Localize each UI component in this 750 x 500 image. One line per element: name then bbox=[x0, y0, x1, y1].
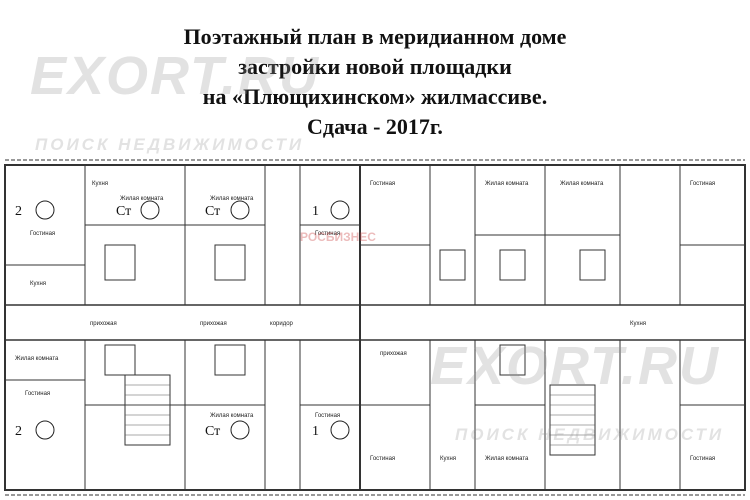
svg-text:2: 2 bbox=[15, 424, 22, 439]
room-label: прихожая bbox=[380, 351, 407, 357]
room-label: Жилая комната bbox=[15, 356, 59, 362]
svg-text:Ст: Ст bbox=[205, 424, 220, 439]
floor-plan: 2 Гостиная Ст Жилая комната Ст Жилая ком… bbox=[4, 159, 746, 496]
svg-text:1: 1 bbox=[312, 204, 319, 219]
apartment-marker: 1 Гостиная bbox=[312, 413, 350, 440]
title-line-1: Поэтажный план в меридианном доме bbox=[183, 24, 567, 49]
svg-text:Ст: Ст bbox=[205, 204, 220, 219]
svg-text:Жилая комната: Жилая комната bbox=[210, 413, 254, 419]
svg-text:Гостиная: Гостиная bbox=[315, 231, 340, 237]
svg-text:Гостиная: Гостиная bbox=[25, 391, 50, 397]
svg-text:Ст: Ст bbox=[116, 204, 131, 219]
room-label: Гостиная bbox=[690, 181, 715, 187]
svg-text:Гостиная: Гостиная bbox=[30, 231, 55, 237]
room-label: Кухня bbox=[30, 281, 46, 287]
svg-text:Гостиная: Гостиная bbox=[315, 413, 340, 419]
svg-text:Жилая комната: Жилая комната bbox=[210, 196, 254, 202]
room-label: Гостиная bbox=[690, 456, 715, 462]
room-label: Кухня bbox=[440, 456, 456, 462]
room-label: прихожая bbox=[200, 321, 227, 327]
room-label: Гостиная bbox=[370, 456, 395, 462]
room-label: Жилая комната bbox=[485, 456, 529, 462]
room-label: Кухня bbox=[630, 321, 646, 327]
room-label: Гостиная bbox=[370, 181, 395, 187]
room-label: Жилая комната bbox=[560, 181, 604, 187]
room-label: Кухня bbox=[92, 181, 108, 187]
svg-text:2: 2 bbox=[15, 204, 22, 219]
apartment-marker: Ст Жилая комната bbox=[205, 196, 254, 220]
title-line-2: застройки новой площадки bbox=[238, 54, 512, 79]
plan-title: Поэтажный план в меридианном доме застро… bbox=[0, 22, 750, 142]
svg-text:1: 1 bbox=[312, 424, 319, 439]
apartment-marker: Ст Жилая комната bbox=[205, 413, 254, 440]
apartment-marker: 2 Гостиная bbox=[15, 391, 55, 440]
apartment-marker: 1 Гостиная bbox=[312, 200, 350, 237]
title-line-4: Сдача - 2017г. bbox=[307, 114, 443, 139]
room-label: коридор bbox=[270, 321, 294, 327]
apartment-marker: 2 Гостиная bbox=[15, 200, 55, 237]
room-label: прихожая bbox=[90, 321, 117, 327]
title-line-3: на «Плющихинском» жилмассиве. bbox=[202, 84, 548, 109]
svg-text:Жилая комната: Жилая комната bbox=[120, 196, 164, 202]
room-label: Жилая комната bbox=[485, 181, 529, 187]
apartment-marker: Ст Жилая комната bbox=[116, 196, 164, 220]
